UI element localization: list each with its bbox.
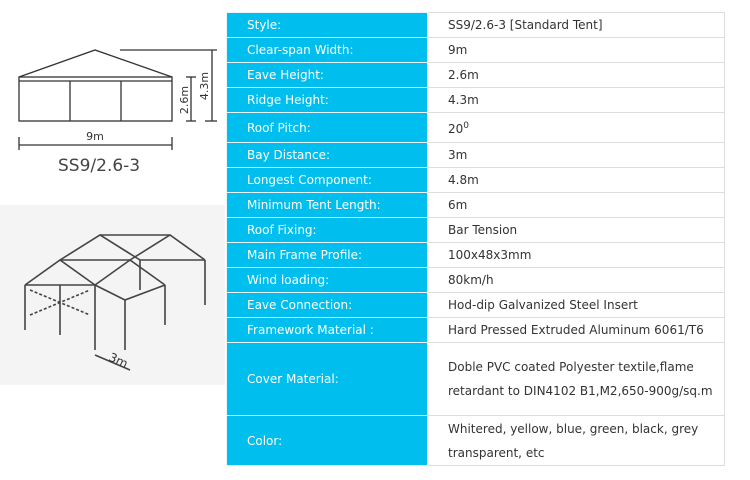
spec-value-text: 6m (448, 198, 468, 212)
spec-value: SS9/2.6-3 [Standard Tent] (427, 12, 725, 38)
spec-value: Hod-dip Galvanized Steel Insert (427, 292, 725, 318)
spec-value: 3m (427, 142, 725, 168)
spec-value-text: 80km/h (448, 273, 494, 287)
spec-row: Eave Height: 2.6m (226, 62, 725, 88)
spec-value: Doble PVC coated Polyester textile,flame… (427, 342, 725, 416)
spec-row: Wind loading: 80km/h (226, 267, 725, 293)
spec-row: Ridge Height: 4.3m (226, 87, 725, 113)
spec-label: Roof Fixing: (226, 217, 428, 243)
spec-value: Bar Tension (427, 217, 725, 243)
spec-row: Color: Whitered, yellow, blue, green, bla… (226, 415, 725, 466)
degree-superscript: 0 (463, 121, 470, 131)
spec-value: 100x48x3mm (427, 242, 725, 268)
spec-row: Framework Material : Hard Pressed Extrude… (226, 317, 725, 343)
spec-value: 80km/h (427, 267, 725, 293)
spec-row: Eave Connection: Hod-dip Galvanized Steel… (226, 292, 725, 318)
spec-row: Bay Distance: 3m (226, 142, 725, 168)
spec-label: Cover Material: (226, 342, 428, 416)
spec-value: 2.6m (427, 62, 725, 88)
spec-value-text: 4.8m (448, 173, 479, 187)
spec-value: 200 (427, 112, 725, 143)
spec-label: Clear-span Width: (226, 37, 428, 63)
spec-label: Main Frame Profile: (226, 242, 428, 268)
spec-value: 6m (427, 192, 725, 218)
tent-front-elevation-diagram: 9m 2.6m 4.3m (18, 49, 217, 150)
spec-label: Style: (226, 12, 428, 38)
spec-row: Cover Material: Doble PVC coated Polyeste… (226, 342, 725, 416)
spec-value-text: Doble PVC coated Polyester textile,flame… (448, 360, 713, 398)
tent-frame-perspective-diagram: 3m (0, 205, 225, 385)
spec-label: Longest Component: (226, 167, 428, 193)
spec-value: Hard Pressed Extruded Aluminum 6061/T6 (427, 317, 725, 343)
spec-row: Clear-span Width: 9m (226, 37, 725, 63)
spec-value-text: Hard Pressed Extruded Aluminum 6061/T6 (448, 323, 704, 337)
spec-value-text: 2.6m (448, 68, 479, 82)
model-caption: SS9/2.6-3 (58, 156, 141, 176)
spec-value-text: Whitered, yellow, blue, green, black, gr… (448, 421, 699, 460)
spec-label: Ridge Height: (226, 87, 428, 113)
ridge-height-label: 4.3m (198, 72, 211, 100)
spec-value-text: SS9/2.6-3 [Standard Tent] (448, 18, 603, 32)
eave-height-label: 2.6m (178, 86, 191, 114)
spec-value: 4.3m (427, 87, 725, 113)
spec-label: Color: (226, 415, 428, 466)
spec-value-text: Bar Tension (448, 223, 518, 237)
spec-value-text: 9m (448, 43, 468, 57)
spec-value-text: 20 (448, 122, 464, 136)
spec-label: Minimum Tent Length: (226, 192, 428, 218)
spec-value-text: 3m (448, 148, 468, 162)
spec-row: Longest Component: 4.8m (226, 167, 725, 193)
spec-label: Bay Distance: (226, 142, 428, 168)
spec-value-text: 100x48x3mm (448, 248, 532, 262)
spec-label: Roof Pitch: (226, 112, 428, 143)
spec-table: Style: SS9/2.6-3 [Standard Tent] Clear-spa… (226, 12, 725, 466)
spec-value-text: 4.3m (448, 93, 479, 107)
spec-row: Main Frame Profile: 100x48x3mm (226, 242, 725, 268)
spec-value: 9m (427, 37, 725, 63)
spec-label: Eave Height: (226, 62, 428, 88)
spec-row: Style: SS9/2.6-3 [Standard Tent] (226, 12, 725, 38)
spec-value: 4.8m (427, 167, 725, 193)
spec-label: Wind loading: (226, 267, 428, 293)
spec-value: Whitered, yellow, blue, green, black, gr… (427, 415, 725, 466)
spec-label: Eave Connection: (226, 292, 428, 318)
width-label: 9m (86, 130, 104, 143)
spec-value-text: Hod-dip Galvanized Steel Insert (448, 298, 638, 312)
spec-row: Minimum Tent Length: 6m (226, 192, 725, 218)
spec-row: Roof Fixing: Bar Tension (226, 217, 725, 243)
spec-row: Roof Pitch:200 (226, 112, 725, 143)
spec-label: Framework Material : (226, 317, 428, 343)
